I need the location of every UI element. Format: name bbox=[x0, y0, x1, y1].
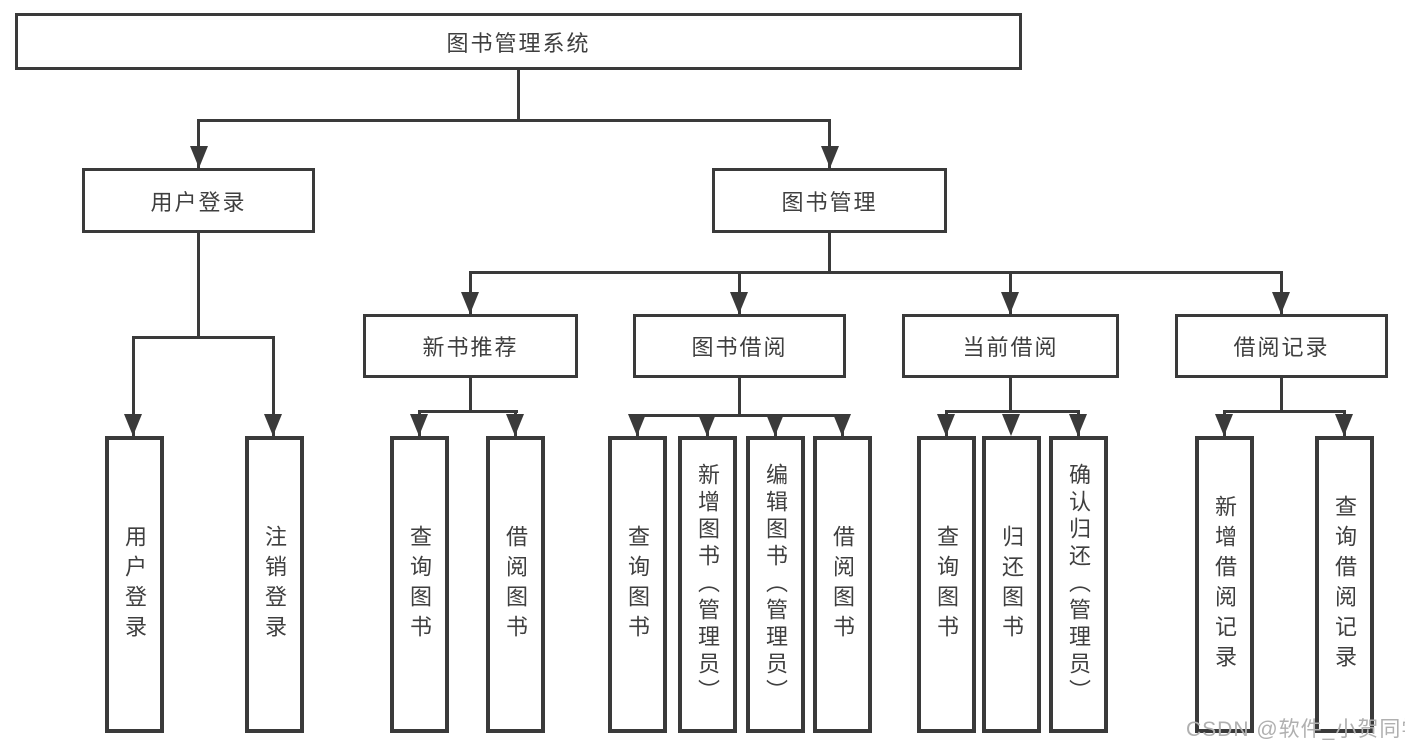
leaf-return-books: 归还图书 bbox=[982, 436, 1041, 733]
arrowhead-down-icon bbox=[937, 414, 955, 436]
connector-line bbox=[197, 233, 200, 336]
leaf-logout: 注销登录 bbox=[245, 436, 304, 733]
connector-line bbox=[828, 233, 831, 273]
connector-line bbox=[945, 410, 1080, 413]
connector-line bbox=[132, 336, 275, 339]
leaf-query-books-1: 查询图书 bbox=[390, 436, 449, 733]
arrowhead-down-icon bbox=[190, 146, 208, 168]
leaf-label: 借阅图书 bbox=[503, 524, 529, 645]
node-new-book-recommend: 新书推荐 bbox=[363, 314, 578, 378]
node-book-management: 图书管理 bbox=[712, 168, 947, 233]
arrowhead-down-icon bbox=[766, 414, 784, 436]
leaf-query-books-3: 查询图书 bbox=[917, 436, 976, 733]
leaf-query-borrow-record: 查询借阅记录 bbox=[1315, 436, 1374, 733]
leaf-add-book-admin: 新增图书（管理员） bbox=[678, 436, 737, 733]
arrowhead-down-icon bbox=[821, 146, 839, 168]
leaf-label: 归还图书 bbox=[999, 524, 1025, 645]
csdn-watermark: CSDN @软件_小贺同学 bbox=[1186, 718, 1405, 741]
arrowhead-down-icon bbox=[506, 414, 524, 436]
leaf-edit-book-admin: 编辑图书（管理员） bbox=[746, 436, 805, 733]
leaf-borrow-books-2: 借阅图书 bbox=[813, 436, 872, 733]
arrowhead-down-icon bbox=[264, 414, 282, 436]
connector-line bbox=[1223, 410, 1346, 413]
arrowhead-down-icon bbox=[410, 414, 428, 436]
arrowhead-down-icon bbox=[1069, 414, 1087, 436]
connector-line bbox=[1280, 378, 1283, 413]
leaf-borrow-books-1: 借阅图书 bbox=[486, 436, 545, 733]
leaf-label: 借阅图书 bbox=[830, 524, 856, 645]
connector-line bbox=[517, 70, 520, 120]
arrowhead-down-icon bbox=[628, 414, 646, 436]
node-library-management-system: 图书管理系统 bbox=[15, 13, 1022, 70]
leaf-label: 注销登录 bbox=[262, 524, 288, 645]
leaf-label: 查询图书 bbox=[407, 524, 433, 645]
connector-line bbox=[1009, 378, 1012, 413]
leaf-add-borrow-record: 新增借阅记录 bbox=[1195, 436, 1254, 733]
connector-line bbox=[738, 378, 741, 417]
arrowhead-down-icon bbox=[698, 414, 716, 436]
leaf-query-books-2: 查询图书 bbox=[608, 436, 667, 733]
node-user-login: 用户登录 bbox=[82, 168, 315, 233]
node-current-borrowing: 当前借阅 bbox=[902, 314, 1119, 378]
connector-line bbox=[828, 119, 831, 168]
arrowhead-down-icon bbox=[1272, 292, 1290, 314]
arrowhead-down-icon bbox=[1335, 414, 1353, 436]
leaf-label: 新增图书（管理员） bbox=[695, 463, 721, 706]
arrowhead-down-icon bbox=[461, 292, 479, 314]
connector-line bbox=[636, 414, 844, 417]
connector-line bbox=[418, 410, 518, 413]
node-label: 借阅记录 bbox=[1233, 335, 1330, 360]
node-book-borrowing: 图书借阅 bbox=[633, 314, 846, 378]
node-borrowing-records: 借阅记录 bbox=[1175, 314, 1388, 378]
connector-line bbox=[272, 336, 275, 436]
leaf-confirm-return-admin: 确认归还（管理员） bbox=[1049, 436, 1108, 733]
arrowhead-down-icon bbox=[730, 292, 748, 314]
leaf-label: 用户登录 bbox=[122, 524, 148, 645]
connector-line bbox=[469, 271, 1283, 274]
leaf-label: 查询借阅记录 bbox=[1332, 494, 1358, 675]
connector-line bbox=[469, 378, 472, 413]
arrowhead-down-icon bbox=[1002, 414, 1020, 436]
leaf-user-login: 用户登录 bbox=[105, 436, 164, 733]
connector-line bbox=[132, 336, 135, 436]
leaf-label: 编辑图书（管理员） bbox=[763, 463, 789, 706]
node-label: 新书推荐 bbox=[422, 335, 519, 360]
arrowhead-down-icon bbox=[1001, 292, 1019, 314]
arrowhead-down-icon bbox=[1215, 414, 1233, 436]
leaf-label: 查询图书 bbox=[934, 524, 960, 645]
node-label: 当前借阅 bbox=[962, 335, 1059, 360]
node-label: 图书管理 bbox=[781, 189, 878, 215]
leaf-label: 查询图书 bbox=[625, 524, 651, 645]
connector-line bbox=[197, 119, 200, 168]
leaf-label: 新增借阅记录 bbox=[1212, 494, 1238, 675]
node-label: 图书管理系统 bbox=[446, 30, 591, 56]
connector-line bbox=[197, 119, 831, 122]
leaf-label: 确认归还（管理员） bbox=[1066, 463, 1092, 706]
arrowhead-down-icon bbox=[833, 414, 851, 436]
node-label: 图书借阅 bbox=[691, 335, 788, 360]
arrowhead-down-icon bbox=[124, 414, 142, 436]
node-label: 用户登录 bbox=[150, 189, 247, 215]
